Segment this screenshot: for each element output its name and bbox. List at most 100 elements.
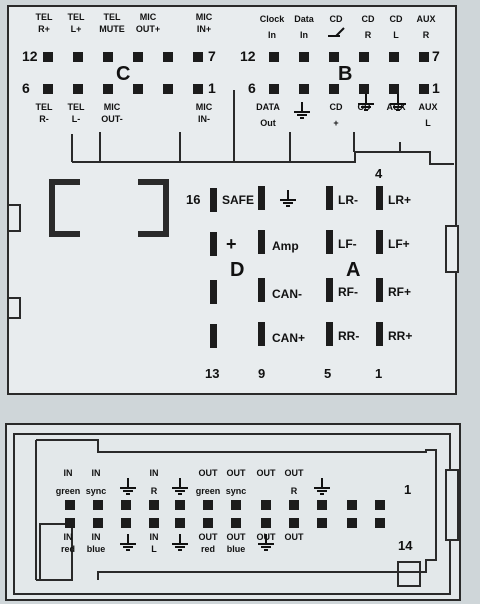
connector-c-pin-bottom-5	[163, 84, 173, 94]
connector-b-top-label-5-line2: L	[393, 30, 399, 40]
connector-a-pin-label-5: RF-	[338, 285, 358, 299]
connector-d-pin-label-1: SAFE	[222, 193, 254, 207]
bracket-left	[49, 179, 80, 237]
mini-iso-bottom-label-4-line2: L	[151, 544, 157, 554]
connector-b-pin-top-5	[389, 52, 399, 62]
connector-b-top-label-3-line1: CD	[330, 14, 343, 24]
ground-icon	[258, 534, 274, 551]
connector-b-top-label-6-line1: AUX	[416, 14, 435, 24]
connector-b-pin-bottom-5	[389, 84, 399, 94]
mini-iso-top-label-8-line1: OUT	[257, 468, 277, 478]
mini-iso-pin-bottom-1	[65, 518, 75, 528]
mini-iso-bottom-label-1-line1: IN	[64, 532, 73, 542]
connector-b-pin-bottom-1	[269, 84, 279, 94]
connector-a-pin-left-4	[326, 322, 333, 346]
connector-b-pin-top-6	[419, 52, 429, 62]
mini-iso-pin-top-6	[203, 500, 213, 510]
connector-a-pin-label-6: RF+	[388, 285, 411, 299]
mini-iso-pin-top-2	[93, 500, 103, 510]
mini-iso-bottom-label-2-line1: IN	[92, 532, 101, 542]
ground-icon	[172, 478, 188, 495]
mini-iso-pin-top-5	[175, 500, 185, 510]
ground-icon	[120, 534, 136, 551]
connector-a-pin-label-1: LR-	[338, 193, 358, 207]
connector-b-pin-bottom-4	[359, 84, 369, 94]
connector-b-pin-top-2	[299, 52, 309, 62]
connector-a-pin-right-1	[376, 186, 383, 210]
connector-c-top-label-5-line2: IN+	[197, 24, 211, 34]
ground-icon	[280, 190, 296, 207]
connector-b-pin-bottom-6	[419, 84, 429, 94]
notch-right	[445, 225, 459, 273]
connector-b-bottom-label-1-line1: DATA	[256, 102, 280, 112]
connector-b-num-1: 1	[432, 80, 440, 96]
connector-b-pin-top-3	[329, 52, 339, 62]
connector-c-bottom-label-1-line1: TEL	[36, 102, 54, 112]
connector-a-pin-label-3: LF-	[338, 237, 357, 251]
connector-a-num-4: 4	[375, 166, 383, 181]
mini-iso-top-label-4-line1: IN	[150, 468, 159, 478]
connector-c-pin-bottom-3	[103, 84, 113, 94]
connector-c-bottom-label-1-line2: R-	[39, 114, 49, 124]
connector-a: LR-LR+LF-LF+RF-RF+RR-RR+	[326, 186, 412, 346]
mini-iso-pin-bottom-8	[261, 518, 271, 528]
mini-iso-pin-bottom-4	[149, 518, 159, 528]
connector-d-num-16: 16	[186, 192, 200, 207]
mini-iso-pin-top-8	[261, 500, 271, 510]
mini-iso-bottom-label-4-line1: IN	[150, 532, 159, 542]
connector-c-bottom-label-3-line1: MIC	[104, 102, 121, 112]
connector-d-pin-right-1	[258, 186, 265, 210]
mini-iso-top-label-9-line1: OUT	[285, 468, 305, 478]
connector-c-pin-bottom-6	[193, 84, 203, 94]
connector-a-pin-right-3	[376, 278, 383, 302]
connector-b-top-label-2-line1: Data	[294, 14, 315, 24]
connector-c-num-6: 6	[22, 80, 30, 96]
connector-c-top-label-1-line1: TEL	[36, 12, 54, 22]
connector-b-num-6: 6	[248, 80, 256, 96]
connector-d-pin-right-3	[258, 278, 265, 302]
mini-iso-top-label-6-line2: green	[196, 486, 221, 496]
connector-b-num-12: 12	[240, 48, 256, 64]
mini-iso-num-1: 1	[404, 482, 411, 497]
connector-c-bottom-label-2-line1: TEL	[68, 102, 86, 112]
connector-d-pin-left-3	[210, 280, 217, 304]
connector-c-num-12: 12	[22, 48, 38, 64]
connector-b-top-label-4-line2: R	[365, 30, 372, 40]
connector-a-letter: A	[346, 259, 360, 281]
connector-d-num-9: 9	[258, 366, 265, 381]
mini-iso-pin-bottom-12	[375, 518, 385, 528]
ground-icon	[390, 94, 406, 111]
connector-d-pin-left-2	[210, 232, 217, 256]
mini-iso-left-tab	[39, 523, 73, 581]
mini-iso-pin-top-11	[347, 500, 357, 510]
connector-c-pin-top-1	[43, 52, 53, 62]
ground-icon	[294, 102, 310, 119]
mini-iso-pin-bottom-9	[289, 518, 299, 528]
mini-iso-pin-top-1	[65, 500, 75, 510]
mini-iso-bottom-label-1-line2: red	[61, 544, 75, 554]
connector-b-top-label-4-line1: CD	[362, 14, 375, 24]
mini-iso-pin-bottom-7	[231, 518, 241, 528]
connector-b-pin-top-1	[269, 52, 279, 62]
mini-iso-pin-bottom-11	[347, 518, 357, 528]
connector-c-top-label-1-line2: R+	[38, 24, 50, 34]
connector-d-pin-label-3: CAN-	[272, 287, 302, 301]
connector-a-pin-label-4: LF+	[388, 237, 410, 251]
connector-b-letter: B	[338, 63, 352, 85]
connector-c-top-label-5-line1: MIC	[196, 12, 213, 22]
connector-a-pin-left-3	[326, 278, 333, 302]
mini-iso-pin-top-12	[375, 500, 385, 510]
connector-c-pin-bottom-1	[43, 84, 53, 94]
mini-iso-pin-bottom-5	[175, 518, 185, 528]
connector-a-pin-right-4	[376, 322, 383, 346]
mini-iso-bottom-label-2-line2: blue	[87, 544, 106, 554]
notch-left	[7, 204, 21, 232]
connector-b-top-label-6-line2: R	[423, 30, 430, 40]
mini-iso-top-label-1-line2: green	[56, 486, 81, 496]
connector-c-top-label-4-line2: OUT+	[136, 24, 160, 34]
connector-b-bottom-label-5-line2: L	[425, 118, 431, 128]
connector-b-bottom-label-2-line2: +	[333, 118, 338, 128]
switch-icon	[328, 27, 345, 37]
